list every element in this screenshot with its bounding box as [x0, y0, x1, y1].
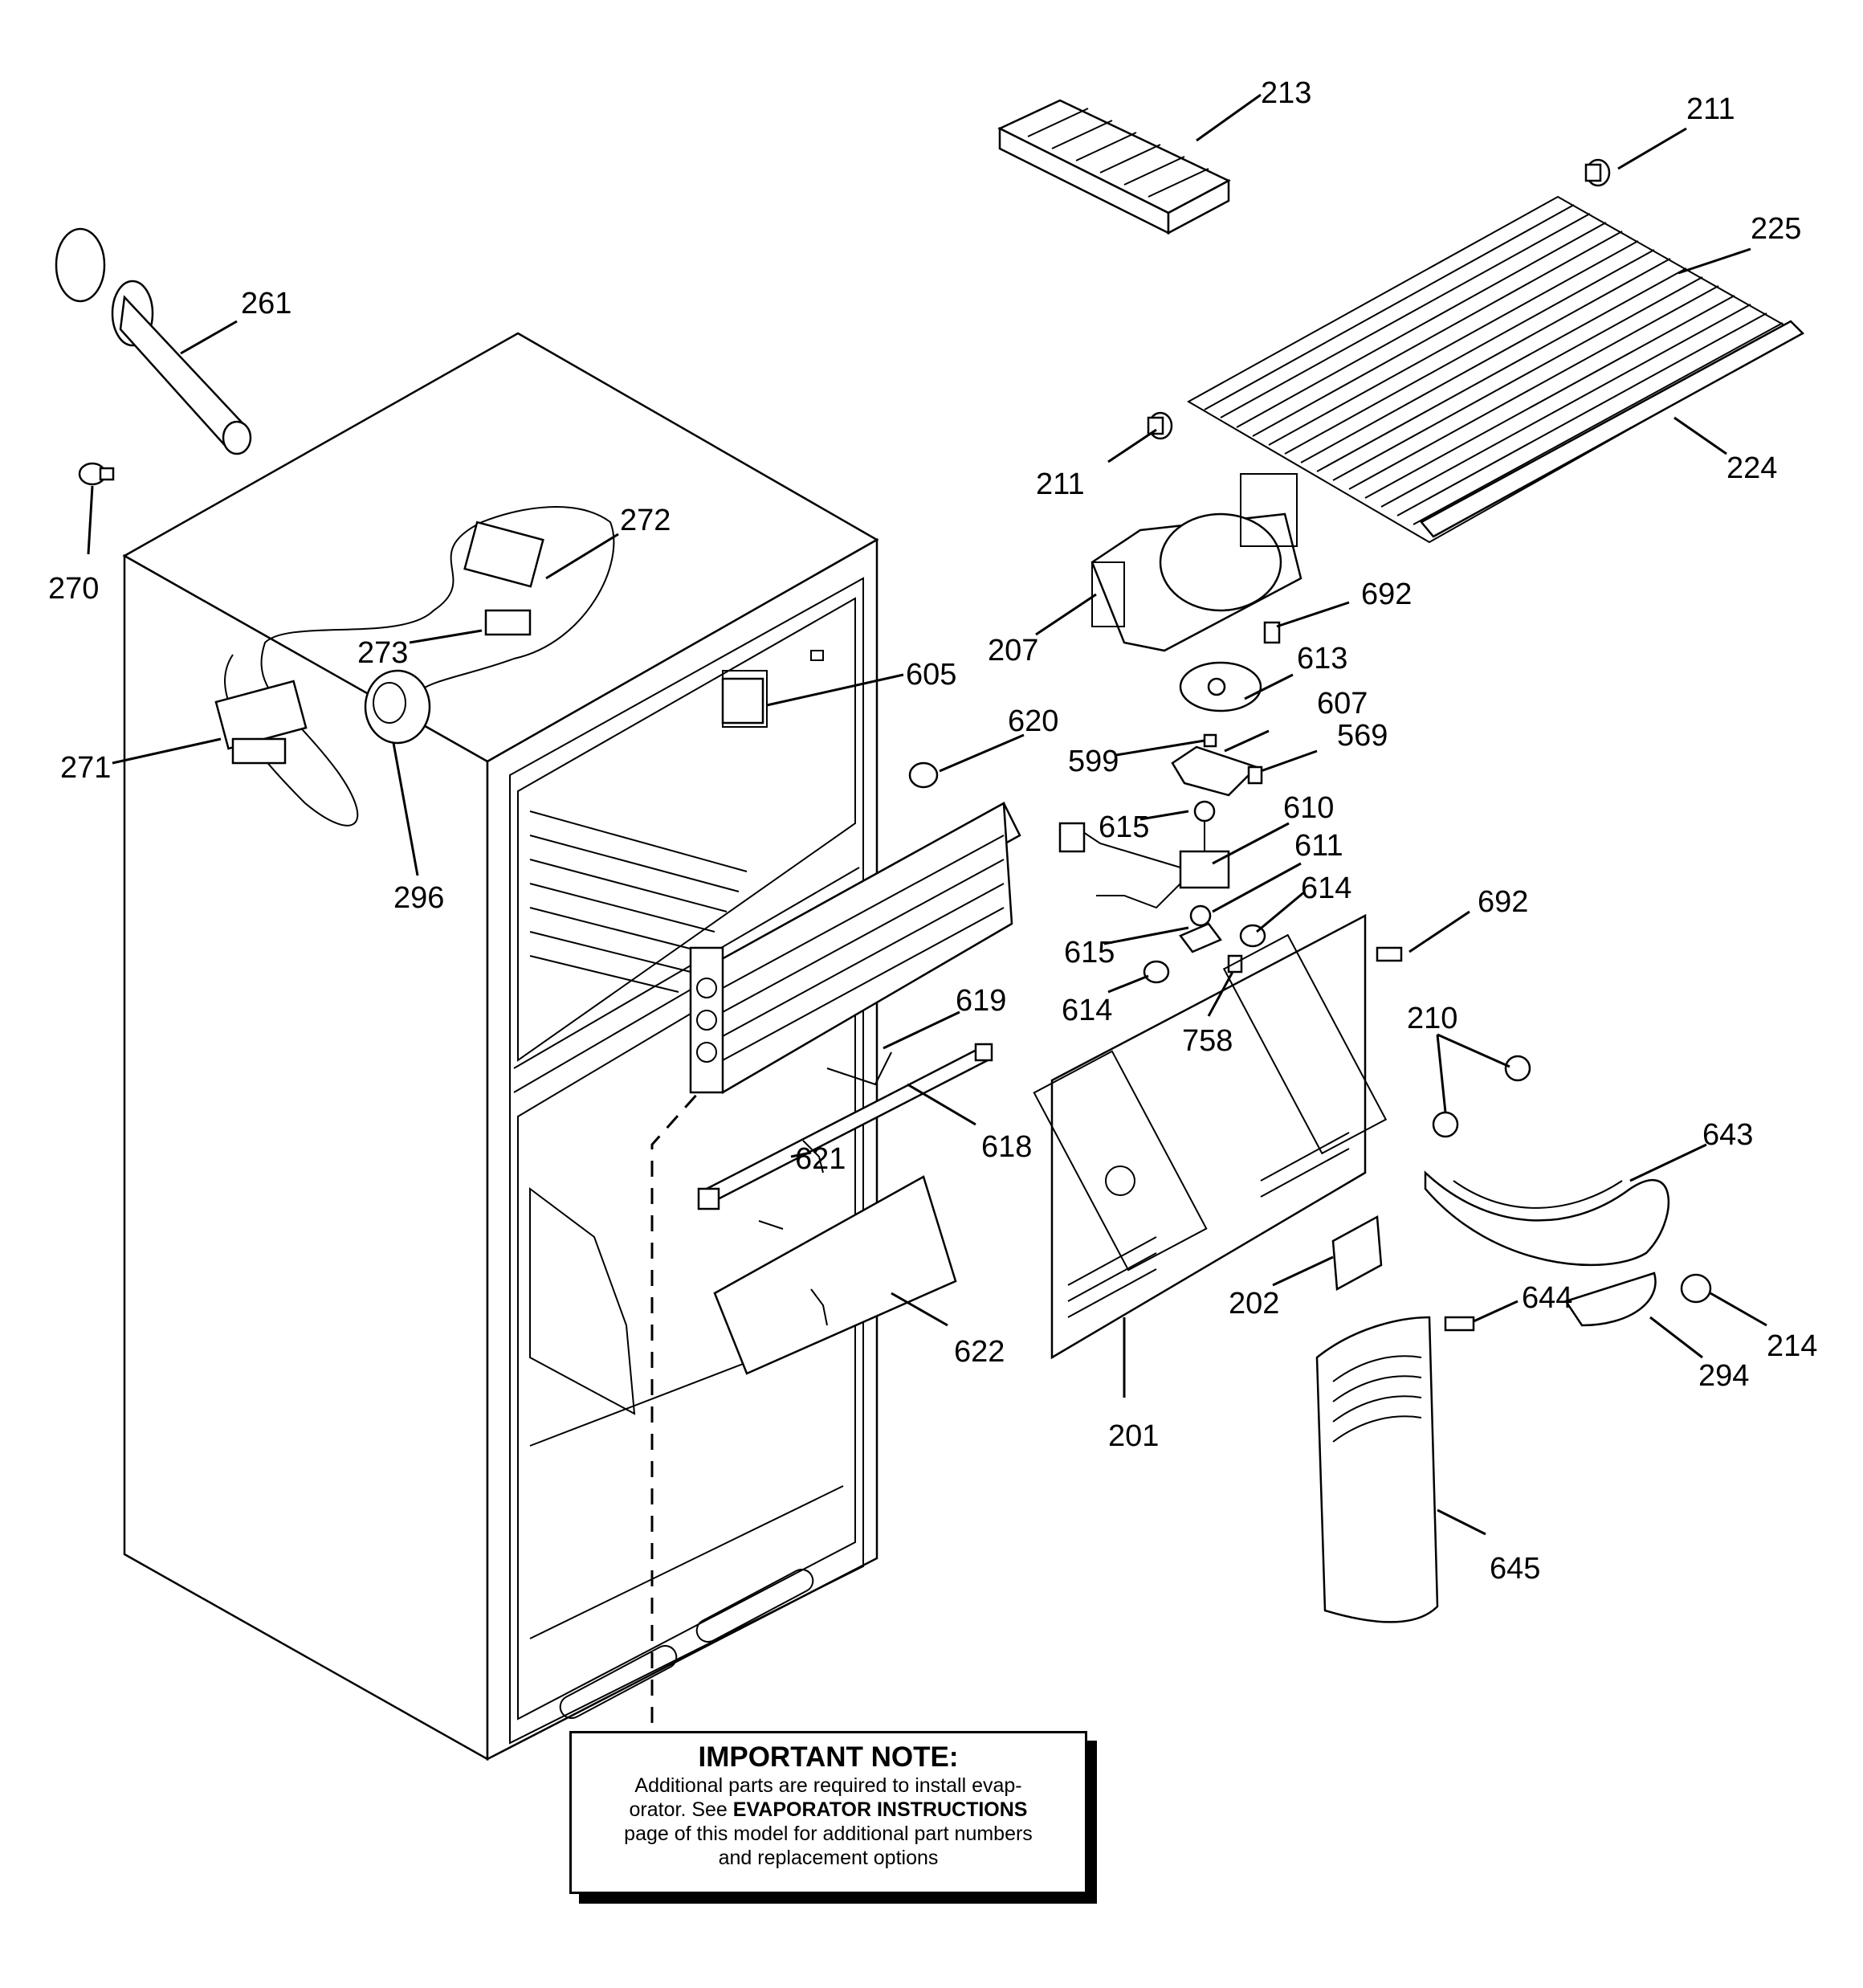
part-label-614: 614 — [1062, 994, 1112, 1027]
part-label-210: 210 — [1407, 1002, 1457, 1035]
part-label-214: 214 — [1767, 1329, 1817, 1363]
part-label-621: 621 — [795, 1142, 846, 1176]
part-label-261: 261 — [241, 287, 291, 320]
important-note-box: IMPORTANT NOTE: Additional parts are req… — [569, 1731, 1087, 1894]
part-label-271: 271 — [60, 751, 111, 785]
part-label-224: 224 — [1726, 451, 1777, 485]
part-label-211: 211 — [1686, 92, 1735, 126]
part-label-622: 622 — [954, 1335, 1005, 1369]
wire-shelf-part — [1186, 195, 1805, 544]
note-line-1: Additional parts are required to install… — [634, 1774, 1022, 1797]
part-label-620: 620 — [1008, 704, 1058, 738]
part-label-569: 569 — [1337, 719, 1388, 753]
note-line-2: orator. See EVAPORATOR INSTRUCTIONS — [572, 1798, 1085, 1822]
shelf-cap-part — [1147, 158, 1611, 440]
part-label-644: 644 — [1522, 1281, 1572, 1315]
fan-motor-parts — [1058, 621, 1403, 984]
light-lens-parts — [1564, 1272, 1712, 1327]
part-label-605: 605 — [906, 658, 956, 692]
plug-part — [78, 462, 115, 486]
part-label-202: 202 — [1229, 1287, 1279, 1321]
part-label-692: 692 — [1478, 885, 1528, 919]
fan-shroud-part — [1090, 473, 1302, 652]
air-duct-parts — [1315, 1316, 1475, 1623]
part-label-273: 273 — [357, 636, 408, 670]
cabinet — [122, 332, 879, 1761]
part-label-270: 270 — [48, 572, 99, 606]
evaporator-cover-part — [1033, 913, 1388, 1360]
part-label-213: 213 — [1261, 76, 1311, 110]
note-title: IMPORTANT NOTE: — [698, 1741, 959, 1773]
part-label-618: 618 — [981, 1130, 1032, 1164]
drain-trough-part — [713, 1175, 957, 1375]
leader-lines — [87, 93, 1767, 1536]
cap-part — [908, 761, 939, 789]
evaporator-part — [689, 801, 1021, 1094]
defrost-heater-parts — [697, 1043, 993, 1230]
part-label-211: 211 — [1036, 467, 1085, 501]
part-label-610: 610 — [1283, 791, 1334, 825]
part-label-296: 296 — [393, 881, 444, 915]
evaporator-instructions-reference: EVAPORATOR INSTRUCTIONS — [732, 1798, 1028, 1821]
part-label-614: 614 — [1301, 872, 1351, 905]
part-label-272: 272 — [620, 504, 671, 537]
part-label-613: 613 — [1297, 642, 1347, 676]
sensor-part — [721, 677, 764, 725]
wire-harness-part — [214, 506, 615, 827]
part-label-207: 207 — [988, 634, 1038, 667]
part-label-611: 611 — [1294, 829, 1343, 863]
note-line-4: and replacement options — [718, 1847, 939, 1869]
part-label-758: 758 — [1182, 1024, 1233, 1058]
part-label-619: 619 — [956, 984, 1006, 1018]
water-tube-part — [55, 227, 252, 455]
part-label-607: 607 — [1317, 687, 1368, 720]
note-line-2-text: orator. See — [629, 1798, 733, 1821]
fan-cover-parts — [1424, 1055, 1670, 1267]
evaporator-pointer-arrow — [650, 1092, 700, 1723]
part-label-201: 201 — [1108, 1419, 1159, 1453]
part-labels: 213 211 225 261 211 224 270 272 692 207 … — [48, 76, 1817, 1586]
part-label-643: 643 — [1702, 1118, 1753, 1152]
part-label-615: 615 — [1099, 810, 1149, 844]
part-label-692: 692 — [1361, 578, 1412, 611]
part-label-645: 645 — [1490, 1552, 1540, 1586]
part-label-225: 225 — [1751, 212, 1801, 246]
part-label-615: 615 — [1064, 936, 1115, 970]
note-line-3: page of this model for additional part n… — [624, 1823, 1033, 1845]
part-label-294: 294 — [1698, 1359, 1749, 1393]
part-label-599: 599 — [1068, 745, 1119, 778]
ice-tray-part — [997, 99, 1231, 235]
